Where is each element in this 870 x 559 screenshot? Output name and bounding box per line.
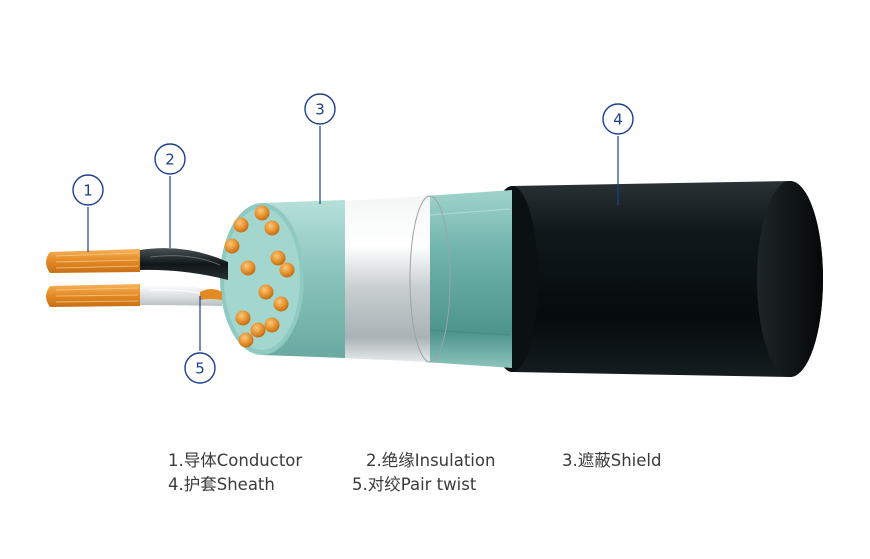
callout-1-circle — [72, 174, 104, 206]
legend-row-1: 1.导体Conductor 2.绝缘Insulation 3.遮蔽Shield — [168, 449, 661, 473]
callout-1-label: 1 — [83, 182, 93, 200]
callout-2-circle — [154, 143, 186, 175]
copper-conductor-bottom — [46, 284, 140, 307]
callout-3-label: 3 — [315, 101, 325, 119]
callout-1: 1 — [72, 174, 104, 252]
legend-sheath: 4.护套Sheath — [168, 475, 275, 494]
callout-3: 3 — [304, 93, 336, 204]
silver-shield — [342, 195, 451, 363]
legend-insulation: 2.绝缘Insulation — [366, 451, 496, 470]
copper-conductor-top — [46, 249, 140, 273]
pair-twist-tip — [200, 289, 222, 300]
callout-5-label: 5 — [195, 360, 205, 378]
callout-5-circle — [184, 352, 216, 384]
legend-conductor: 1.导体Conductor — [168, 451, 303, 470]
legend-pair-twist: 5.对绞Pair twist — [352, 475, 477, 494]
legend-shield: 3.遮蔽Shield — [562, 451, 662, 470]
callout-3-circle — [304, 93, 336, 125]
outer-sheath — [486, 181, 823, 377]
black-insulated-wire — [140, 248, 228, 280]
callout-4: 4 — [602, 103, 634, 205]
legend: 1.导体Conductor 2.绝缘Insulation 3.遮蔽Shield 4.… — [168, 449, 661, 497]
callout-4-circle — [602, 103, 634, 135]
legend-row-2: 4.护套Sheath 5.对绞Pair twist — [168, 473, 661, 497]
core-ends — [224, 205, 295, 348]
teal-wrap — [425, 190, 512, 368]
callout-5: 5 — [184, 296, 216, 384]
callout-4-label: 4 — [613, 111, 623, 129]
callout-2-label: 2 — [165, 151, 175, 169]
callout-2: 2 — [154, 143, 186, 248]
